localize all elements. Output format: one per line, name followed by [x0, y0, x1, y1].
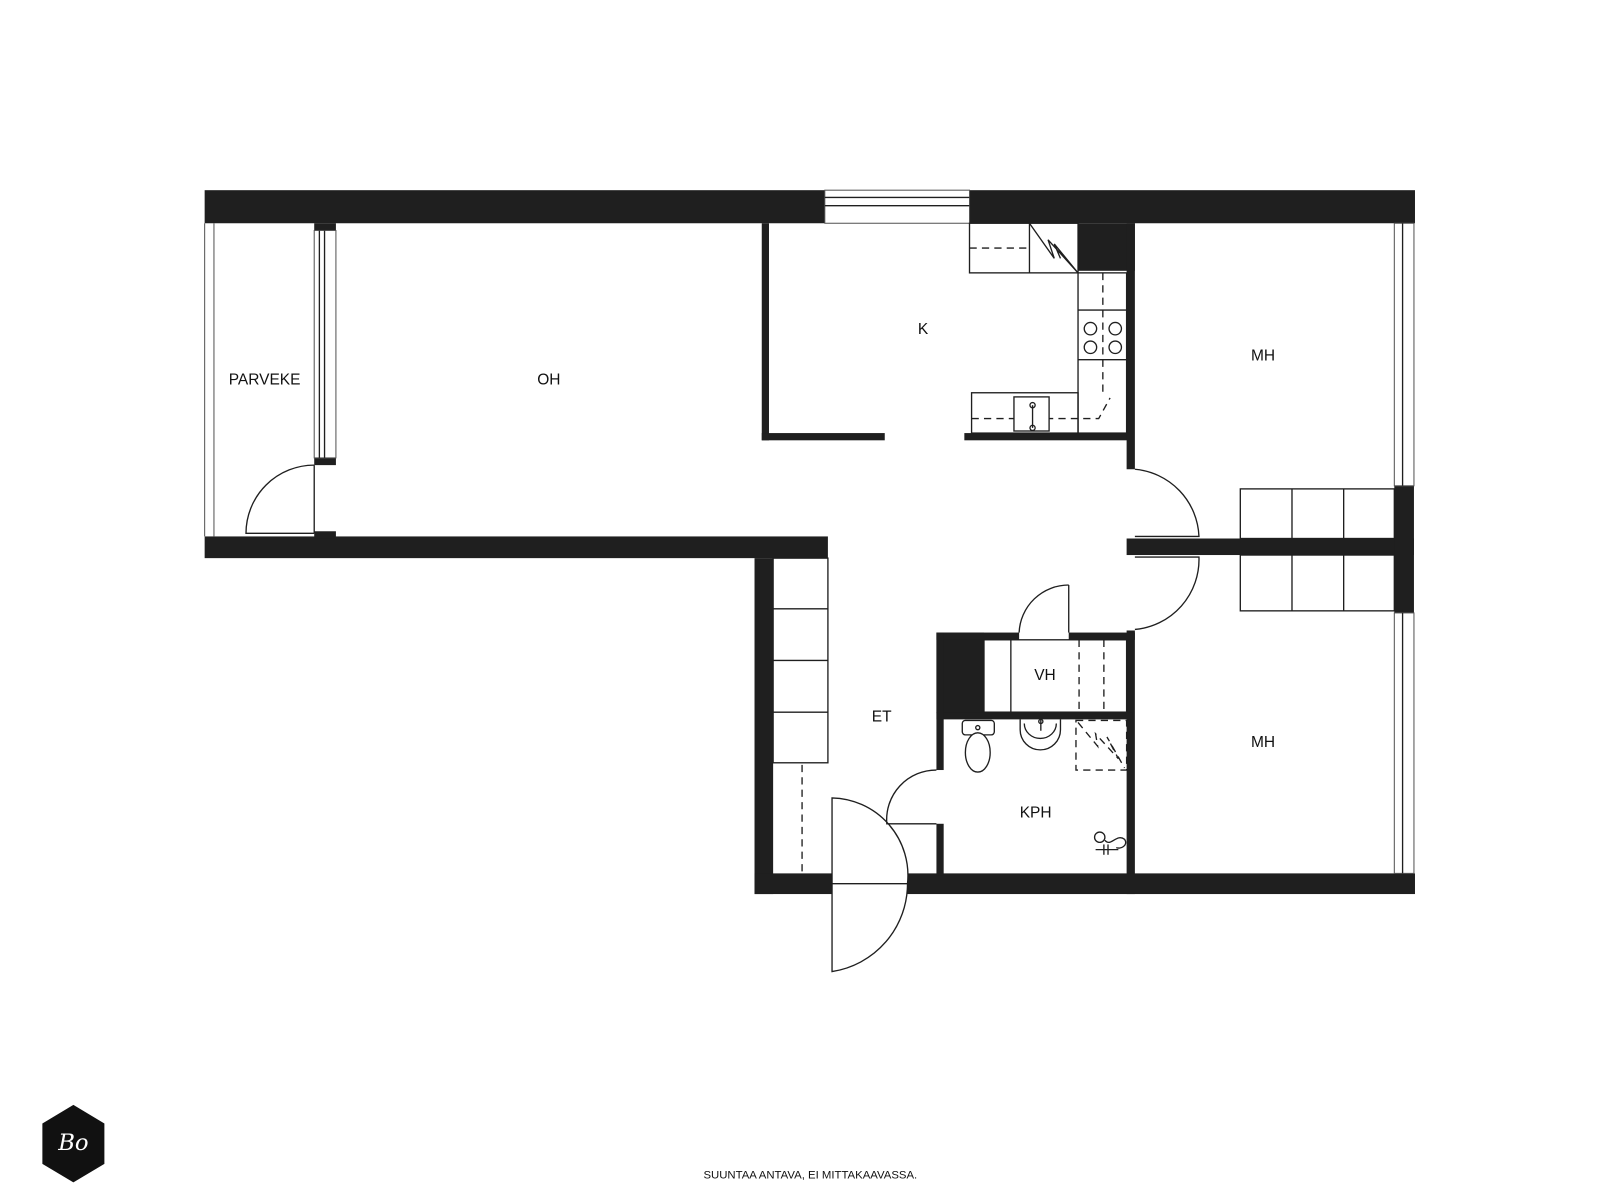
room-label-oh: OH: [537, 371, 560, 388]
room-label-et: ET: [872, 708, 892, 725]
bedroom2-door-icon: [1134, 556, 1200, 631]
washbasin-icon: [1019, 718, 1062, 751]
room-labels: PARVEKE OH K MH MH ET VH KPH: [229, 321, 1275, 822]
logo-text: Bo: [57, 1130, 88, 1156]
walls: [204, 190, 1415, 895]
room-label-vh: VH: [1034, 667, 1056, 684]
refrigerator-icon: [1028, 222, 1079, 274]
closet-shelves-icon: [983, 639, 1128, 713]
balcony-door-icon: [245, 464, 315, 535]
doors: [245, 464, 1200, 973]
bathroom-door-icon: [885, 769, 937, 825]
logo-hexagon-icon: [42, 1104, 105, 1183]
wardrobe-icon: [1239, 488, 1395, 612]
room-label-kph: KPH: [1020, 805, 1052, 822]
bedroom1-door-icon: [1134, 468, 1200, 538]
room-label-k: K: [918, 321, 929, 338]
shower-head-icon: [1093, 831, 1127, 855]
sink-icon: [1013, 396, 1050, 432]
room-label-mh-2: MH: [1251, 734, 1275, 751]
bathroom-fixtures: [961, 718, 1128, 855]
shower-icon: [1075, 719, 1128, 771]
entrance-door-icon: [831, 797, 909, 973]
kitchen-fixtures: [968, 222, 1128, 434]
stove-icon: [1083, 321, 1123, 355]
disclaimer-text: SUUNTAA ANTAVA, EI MITTAKAAVASSA.: [703, 1169, 917, 1181]
closet-door-icon: [1018, 584, 1070, 633]
entrance-wardrobe-icon: [772, 557, 829, 874]
room-label-mh-1: MH: [1251, 348, 1275, 365]
logo: Bo: [42, 1104, 105, 1183]
room-label-parveke: PARVEKE: [229, 371, 301, 388]
toilet-icon: [961, 719, 995, 773]
windows: [204, 189, 1415, 874]
